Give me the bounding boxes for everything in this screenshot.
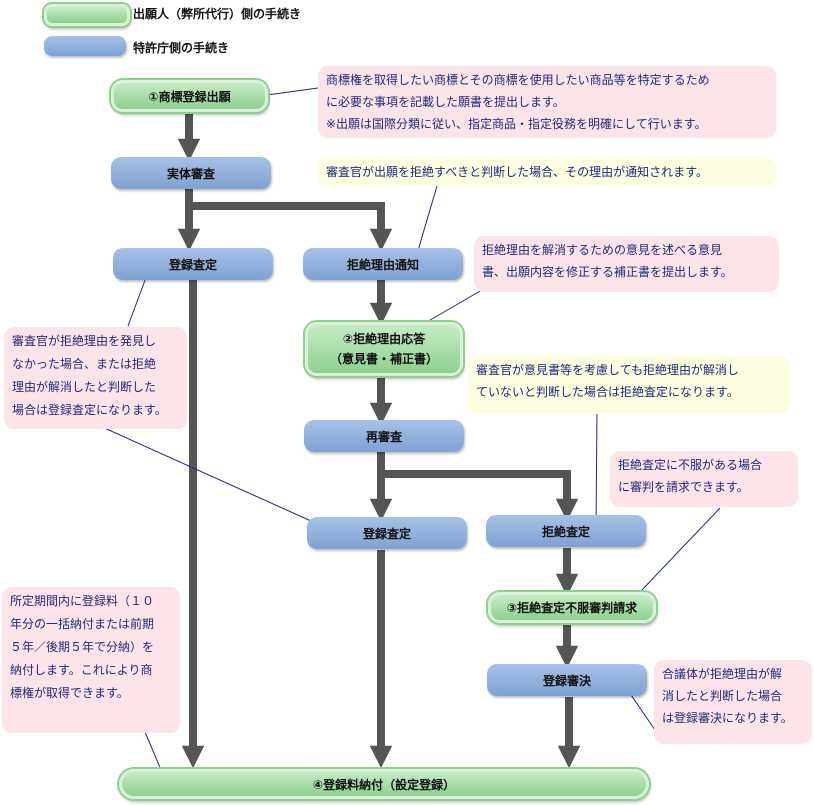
note-appeal-grant: 合議体が拒絶理由が解 消したと判断した場合 は登録審決になります。 — [654, 660, 812, 744]
note-appeal-grant-line2: 消したと判断した場合 — [662, 689, 783, 703]
node-grant2: 登録査定 — [307, 517, 467, 549]
note-refusal-notice-line1: 審査官が出願を拒絶すべきと判断した場合、その理由が通知されます。 — [326, 165, 708, 179]
note-appeal-grant-line1: 合議体が拒絶理由が解 — [662, 667, 783, 681]
note-refusal-notice: 審査官が出願を拒絶すべきと判断した場合、その理由が通知されます。 — [318, 158, 776, 186]
note-fee-line4: 納付します。これにより商 — [10, 663, 153, 677]
node-application: ①商標登録出願 — [111, 80, 268, 112]
node-appeal: ③拒絶査定不服審判請求 — [488, 592, 656, 623]
legend-office-swatch — [44, 36, 126, 56]
node-response: ②拒絶理由応答 （意見書・補正書） — [305, 322, 463, 376]
note-fee-line2: 年分の一括納付または前期 — [10, 617, 155, 631]
node-appeal-grant: 登録審決 — [487, 664, 647, 696]
note-response: 拒絶理由を解消するための意見を述べる意見 書、出願内容を修正する補正書を提出しま… — [474, 236, 779, 292]
node-refusal-notice: 拒絶理由通知 — [303, 248, 463, 280]
note-appeal-line2: に審判を請求できます。 — [618, 480, 749, 494]
note-application-line2: に必要な事項を記載した願書を提出します。 — [326, 95, 565, 109]
arrow-reexam-refusal-decision — [381, 470, 579, 522]
note-reexam: 審査官が意見書等を考慮しても拒絶理由が解消し ていないと判断した場合は拒絶査定に… — [468, 356, 790, 414]
leader-appeal — [638, 507, 721, 594]
leader-grant1 — [127, 270, 150, 327]
leader-reexam — [594, 409, 598, 532]
note-application-line3: ※出願は国際分類に従い、指定商品・指定役務を明確にして行います。 — [326, 117, 707, 131]
legend-applicant-swatch — [44, 4, 130, 26]
note-application: 商標権を取得したい商標とその商標を使用したい商品等を特定するため に必要な事項を… — [318, 66, 776, 138]
node-exam: 実体審査 — [111, 157, 271, 189]
note-appeal-grant-line3: は登録審決になります。 — [662, 711, 793, 725]
note-fee-line1: 所定期間内に登録料（１０ — [10, 594, 155, 608]
legend-applicant-label: 出願人（弊所代行）側の手続き — [133, 7, 302, 21]
note-reexam-line2: ていないと判断した場合は拒絶査定になります。 — [476, 385, 739, 399]
note-fee-line5: 標権が取得できます。 — [10, 686, 129, 700]
node-response-line1: ②拒絶理由応答 — [342, 332, 426, 346]
note-grant1-line2: なかった場合、または拒絶 — [12, 357, 157, 371]
note-response-line1: 拒絶理由を解消するための意見を述べる意見 — [482, 243, 723, 257]
note-appeal: 拒絶査定に不服がある場合 に審判を請求できます。 — [610, 451, 798, 507]
legend-office-label: 特許庁側の手続き — [133, 41, 230, 55]
node-grant1: 登録査定 — [113, 248, 273, 280]
node-reexam: 再審査 — [304, 420, 464, 452]
note-grant1: 審査官が拒絶理由を発見し なかった場合、または拒絶 理由が解消したと判断した 場… — [4, 327, 187, 429]
note-grant1-line4: 場合は登録査定になります。 — [12, 403, 167, 417]
note-response-line2: 書、出願内容を修正する補正書を提出します。 — [482, 265, 733, 279]
note-grant1-line3: 理由が解消したと判断した — [12, 380, 157, 394]
leader-application — [258, 87, 319, 98]
note-fee-line3: ５年／後期５年で分納）を — [10, 640, 155, 654]
note-appeal-line1: 拒絶査定に不服がある場合 — [618, 458, 763, 472]
note-reexam-line1: 審査官が意見書等を考慮しても拒絶理由が解消し — [476, 363, 740, 377]
node-response-line2: （意見書・補正書） — [329, 352, 438, 366]
node-registration: ④登録料納付（設定登録） — [119, 769, 649, 799]
note-grant1-line1: 審査官が拒絶理由を発見し — [12, 334, 157, 348]
note-fee: 所定期間内に登録料（１０ 年分の一括納付または前期 ５年／後期５年で分納）を 納… — [2, 587, 180, 733]
node-refusal-decision: 拒絶査定 — [486, 515, 646, 547]
leader-grant1-grant2 — [99, 425, 313, 523]
arrow-exam-refusal — [189, 202, 393, 252]
note-application-line1: 商標権を取得したい商標とその商標を使用したい商品等を特定するため — [326, 73, 710, 87]
leader-refusal-notice — [415, 185, 438, 256]
leader-response — [423, 289, 483, 325]
